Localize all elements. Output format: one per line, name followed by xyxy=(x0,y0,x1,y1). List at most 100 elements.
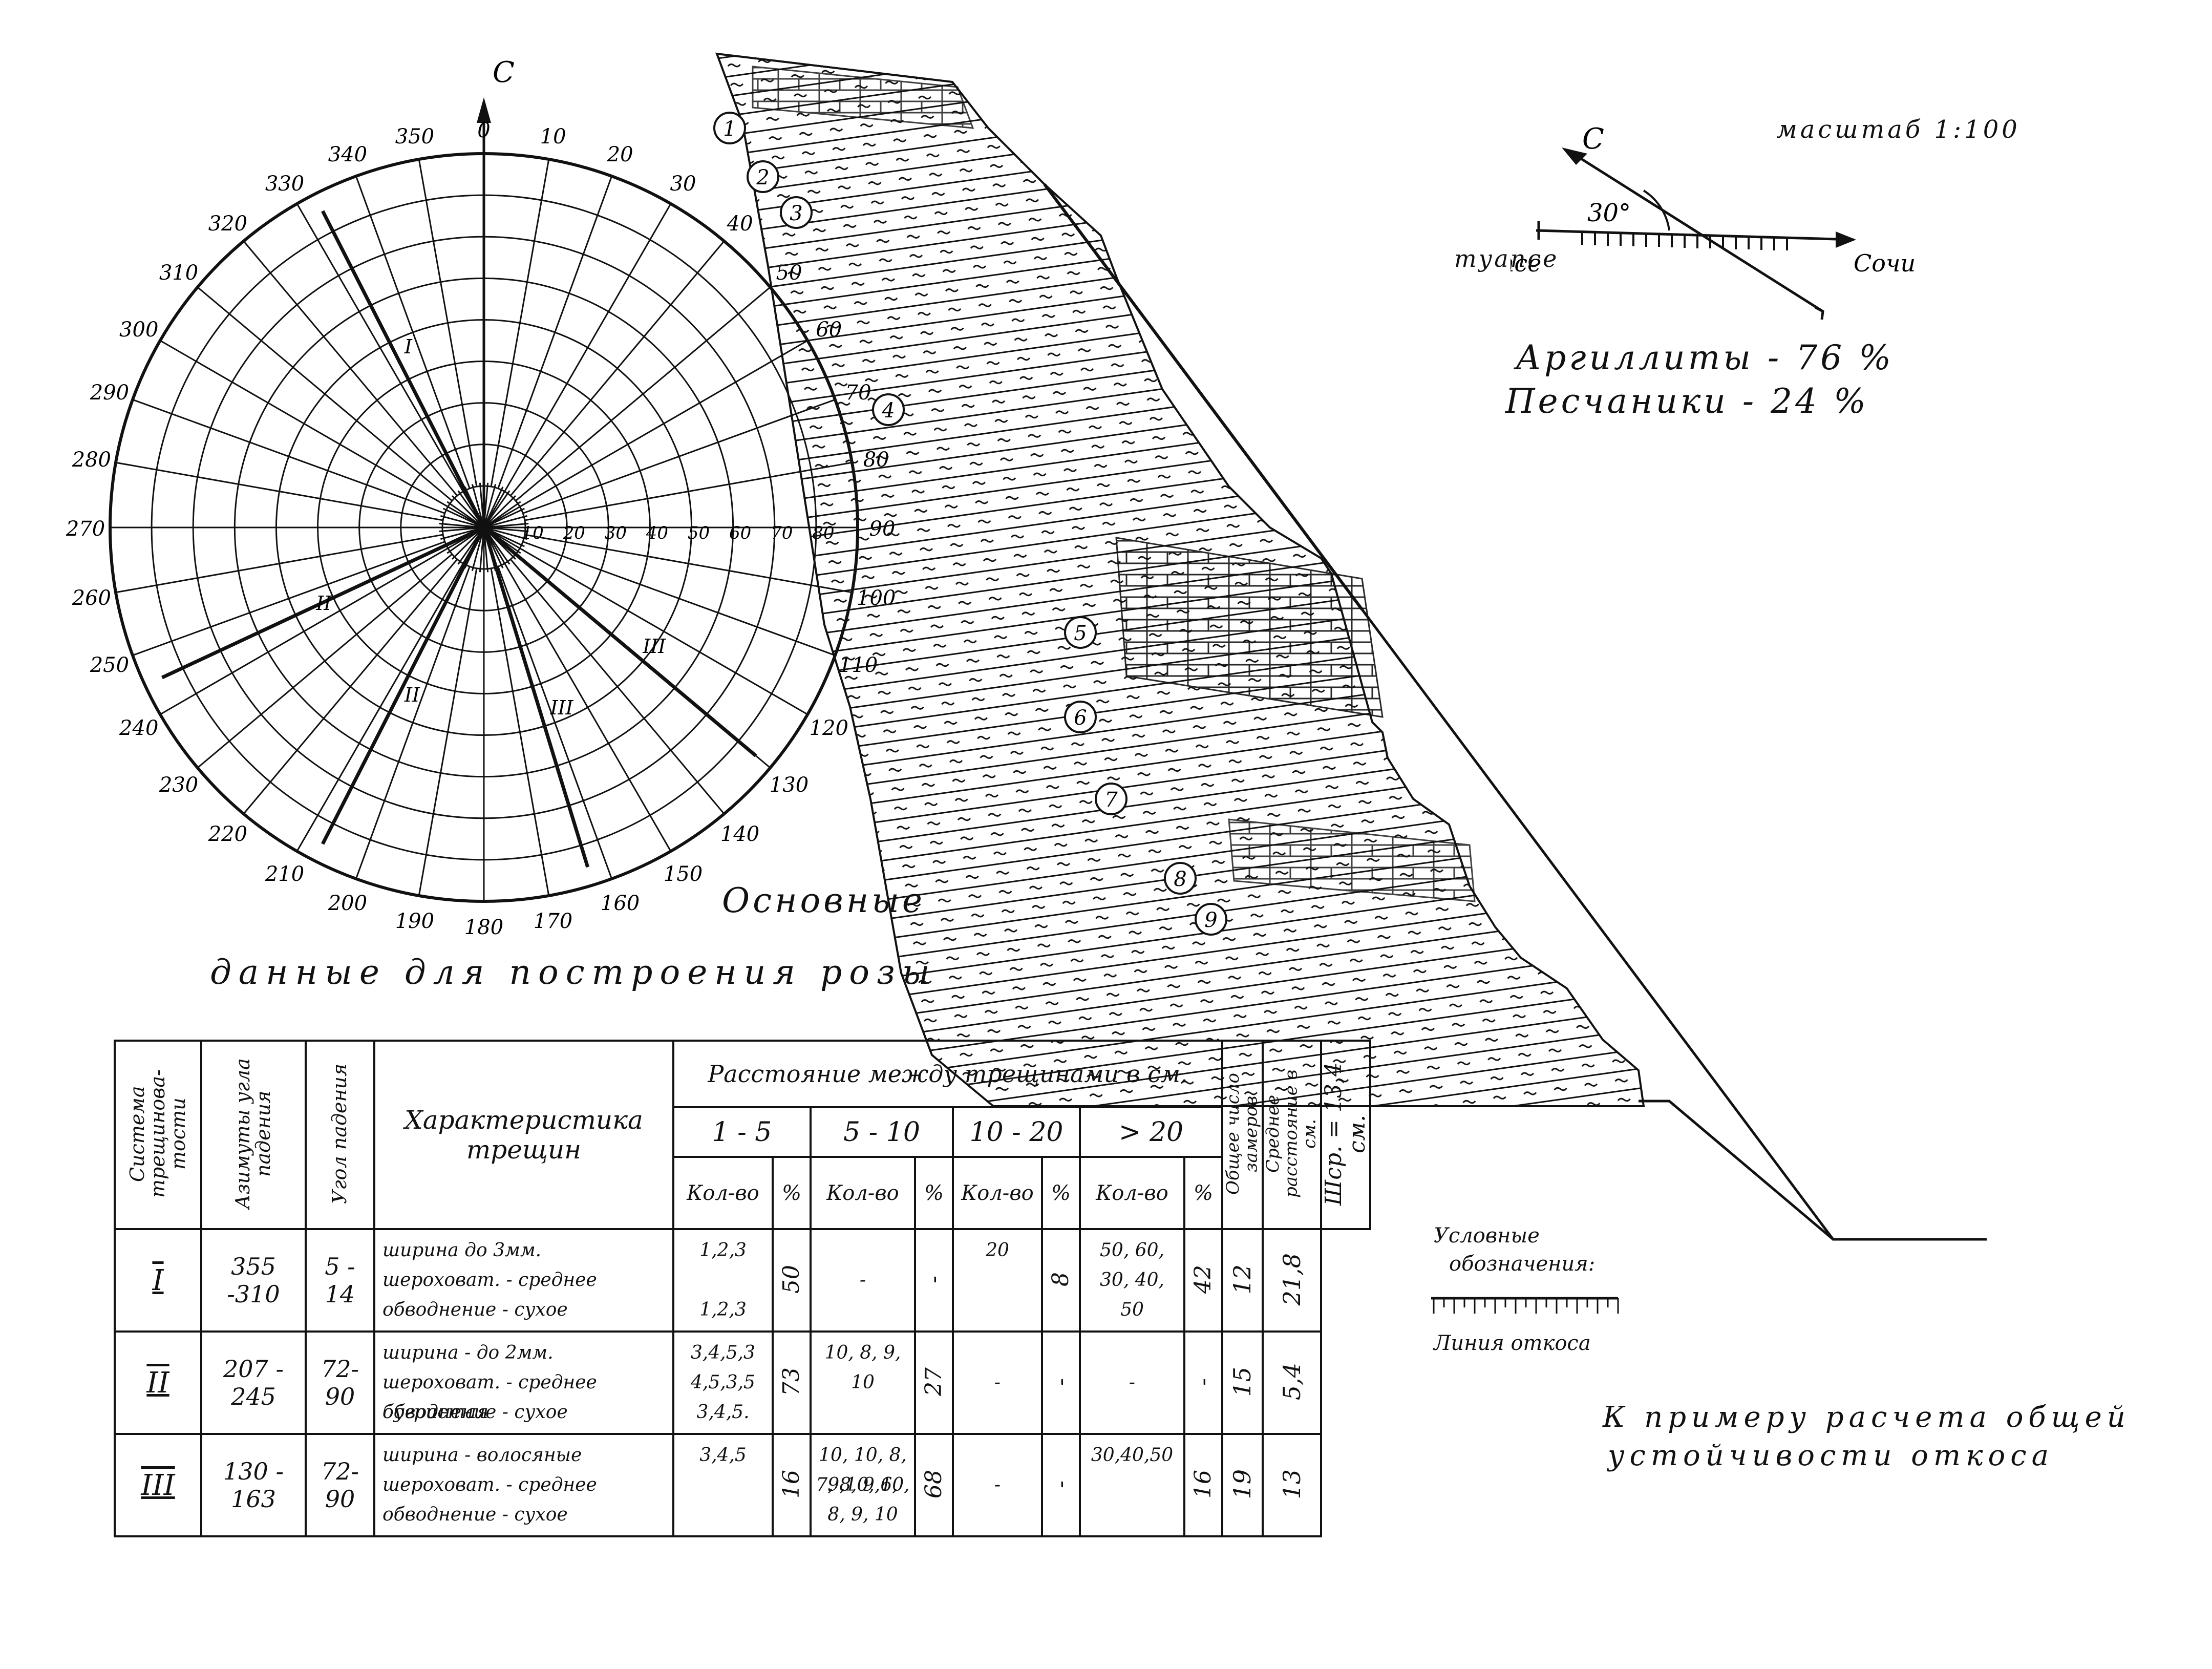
rose-radial-line xyxy=(509,559,725,815)
rose-radial-line xyxy=(483,203,672,528)
cell-azimuth: 207 - 245 xyxy=(200,1330,307,1435)
rose-azimuth-label: 30 xyxy=(670,172,696,196)
note-line1: К примеру расчета общей xyxy=(1603,1401,2131,1434)
cell-qty: 50, 60,30, 40,50 xyxy=(1079,1228,1185,1333)
rose-dip-label: 50 xyxy=(688,523,710,543)
rose-azimuth-label: 310 xyxy=(159,261,198,285)
cell-qty: - xyxy=(952,1330,1043,1435)
rose-azimuth-label: 290 xyxy=(90,381,129,405)
rose-center-ray xyxy=(446,501,484,529)
rose-azimuth-label: 20 xyxy=(607,143,633,166)
rose-center-ray xyxy=(483,483,497,528)
cell-avg: 13 xyxy=(1262,1433,1322,1537)
cell-qty: 30,40,50 xyxy=(1079,1433,1185,1537)
rose-dip-label: 20 xyxy=(563,523,585,543)
rose-center-ray xyxy=(483,490,511,528)
layer-marker xyxy=(1195,903,1227,936)
th-avg: Среднее расстояние в см. xyxy=(1262,1040,1322,1230)
rose-azimuth-label: 320 xyxy=(208,212,247,236)
layer-number: 9 xyxy=(1204,909,1217,932)
rose-radial-line xyxy=(243,559,458,815)
rose-azimuth-label: 220 xyxy=(208,822,247,846)
rose-center-ray xyxy=(464,527,485,569)
rose-dip-label: 40 xyxy=(646,523,668,543)
th-qty: Кол-во xyxy=(810,1156,916,1230)
rose-center-ray xyxy=(457,527,485,565)
rose-center-ray xyxy=(446,526,484,554)
rose-system-line xyxy=(482,526,590,868)
th-character: Характеристика трещин xyxy=(373,1040,674,1230)
rose-center-ray xyxy=(464,486,485,528)
rose-azimuth-label: 250 xyxy=(90,653,129,677)
rose-azimuth-label: 190 xyxy=(395,910,434,933)
rose-radial-line xyxy=(197,286,453,502)
cell-pct: 68 xyxy=(914,1433,954,1537)
cell-avg: 5,4 xyxy=(1262,1330,1322,1435)
rose-center-ray xyxy=(471,527,485,572)
th-qty: Кол-во xyxy=(1079,1156,1185,1230)
layer-number: 8 xyxy=(1174,868,1186,891)
rose-radial-line xyxy=(515,286,771,502)
cell-pct: 16 xyxy=(772,1433,812,1537)
rose-azimuth-label: 280 xyxy=(72,448,111,472)
rose-azimuth-label: 150 xyxy=(664,862,703,886)
rose-center-ray xyxy=(439,522,484,529)
orientation-west-label: туапсе xyxy=(1454,245,1559,272)
rose-azimuth-label: 350 xyxy=(395,125,434,149)
rose-azimuth-label: 10 xyxy=(540,125,566,149)
th-range-10-20: 10 - 20 xyxy=(952,1106,1081,1158)
rose-center-ray xyxy=(471,483,485,528)
rose-azimuth-label: 200 xyxy=(328,892,367,915)
th-angle: Угол падения xyxy=(305,1040,375,1230)
th-range-5-10: 5 - 10 xyxy=(810,1106,954,1158)
rose-radial-line xyxy=(490,159,550,487)
rose-radial-line xyxy=(483,526,808,715)
rose-system-label: I xyxy=(404,335,413,358)
rose-radial-line xyxy=(160,340,484,529)
rose-center-ray xyxy=(483,486,504,528)
rose-dip-label: 30 xyxy=(605,523,627,543)
rose-radial-line xyxy=(524,461,853,521)
th-qty: Кол-во xyxy=(952,1156,1043,1230)
rose-system-line xyxy=(321,526,486,845)
cell-azimuth: 355 -310 xyxy=(200,1228,307,1333)
layer-number: 3 xyxy=(790,202,802,225)
legend-title-line1: Условные xyxy=(1434,1224,1540,1248)
rose-azimuth-label: 160 xyxy=(601,892,640,915)
cell-system: II xyxy=(114,1330,202,1435)
cell-angle: 5 - 14 xyxy=(305,1228,375,1333)
th-pct: % xyxy=(1041,1156,1081,1230)
rose-dip-label: 70 xyxy=(771,523,793,543)
cell-character: ширина - до 2мм.шероховат. - среднее буг… xyxy=(373,1330,674,1435)
rose-center-ray xyxy=(483,526,525,547)
rose-azimuth-label: 240 xyxy=(119,716,158,740)
rose-radial-line xyxy=(483,527,672,852)
rose-center-ray xyxy=(483,527,489,573)
rose-center-ray xyxy=(483,526,528,540)
rose-radial-line xyxy=(160,526,484,715)
rose-center-ray xyxy=(440,515,484,529)
th-pct: % xyxy=(914,1156,954,1230)
cell-system: I xyxy=(114,1228,202,1333)
rose-radial-line xyxy=(197,553,453,769)
th-azimuth: Азимуты угла падения xyxy=(200,1040,307,1230)
cell-qty: - xyxy=(810,1228,916,1333)
legend-slope-symbol xyxy=(1431,1297,1619,1314)
rose-radial-line xyxy=(355,176,471,489)
cell-pct: 50 xyxy=(772,1228,812,1333)
layer-marker xyxy=(780,196,813,229)
rose-system-label: II xyxy=(404,684,420,706)
rose-radial-line xyxy=(522,541,836,657)
rose-azimuth-label: 340 xyxy=(328,143,367,166)
rose-dip-label: 10 xyxy=(521,523,543,543)
cell-pct: 73 xyxy=(772,1330,812,1435)
legend-title-line2: обозначения: xyxy=(1449,1252,1596,1276)
rose-azimuth-label: 270 xyxy=(66,517,105,541)
cell-total: 15 xyxy=(1221,1330,1264,1435)
rose-azimuth-label: 130 xyxy=(770,773,809,797)
rose-center-ray xyxy=(483,501,521,529)
cell-total: 19 xyxy=(1221,1433,1264,1537)
layer-number: 7 xyxy=(1104,788,1118,812)
